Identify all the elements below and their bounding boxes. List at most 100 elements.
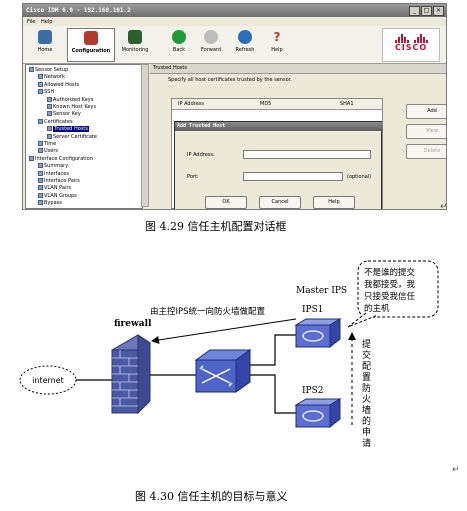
table-header: IP Address MD5 SHA1 [172,99,382,110]
vertical-label-char: 的 [362,415,371,427]
minimize-button[interactable]: _ [409,6,420,16]
bubble-line-3: 只接受我信任 [364,291,416,302]
tree-node-icon [38,192,43,198]
monitoring-button[interactable]: Monitoring [117,28,153,60]
ip-address-label: IP Address: [187,152,215,158]
back-label: Back [172,47,186,53]
vertical-label-char: 配 [362,361,371,372]
tree-item-label: VLAN Pairs [44,185,71,192]
tree-item[interactable]: Allowed Hosts [38,81,80,89]
vertical-label-char: 交 [362,349,371,361]
tree-item[interactable]: Interface Configuration [29,155,93,163]
vertical-label-char: 申 [362,426,371,438]
port-optional-hint: (optional) [347,174,372,180]
window-titlebar: Cisco IDM 6.0 - 192.168.101.2 _ □ × [23,4,446,17]
tree-item-label: Network [44,74,65,81]
vertical-label-char: 火 [362,394,371,405]
tree-item[interactable]: Trusted Hosts [47,126,89,133]
forward-button[interactable]: Forward [193,28,229,60]
view-button[interactable]: View [406,124,446,139]
tree-item-label: Allowed Hosts [44,81,80,88]
tree-node-icon [29,67,34,72]
internet-label: internet [32,376,64,385]
bubble-line-1: 不是谁的提交 [364,267,416,278]
maximize-button[interactable]: □ [421,6,432,16]
internet-cloud: internet [19,365,77,395]
tree-scrollbar[interactable] [141,64,149,207]
config-arrow [151,318,297,344]
menu-file[interactable]: File [27,19,36,25]
tree-node-icon [38,163,43,169]
delete-button[interactable]: Delete [406,144,446,159]
bubble-line-2: 我都接受，我 [364,279,416,290]
ips1-device-icon [294,318,342,349]
tree-node-icon [38,74,43,80]
home-label: Home [37,47,53,53]
configuration-button[interactable]: Configuration [67,28,115,62]
refresh-icon [238,30,252,44]
tree-item[interactable]: Interface Pairs [38,178,80,185]
switch-icon [194,349,252,393]
monitoring-label: Monitoring [121,47,149,53]
tree-item-label: Bypass [44,200,62,207]
switch-ips2-link [250,374,296,414]
ip-address-input[interactable] [243,150,371,159]
tree-node-icon [38,141,43,146]
dialog-help-button[interactable]: Help [313,196,355,209]
add-button[interactable]: Add [406,104,446,119]
tree-node-icon [38,118,43,124]
tree-item[interactable]: SSH [38,89,54,96]
tree-item[interactable]: Time [38,141,56,148]
tree-item[interactable]: Sensor Setup [29,67,68,74]
home-button[interactable]: Home [27,28,63,60]
tree-item[interactable]: Bypass [38,200,62,207]
switch-ips1-link [250,334,296,366]
forward-arrow-icon [204,30,218,44]
firewall-label: firewall [114,319,152,329]
menu-bar: File Help [23,17,446,26]
panel-description: Specify all host certificates trusted by… [168,77,292,83]
tree-item-label: Authorized Keys [53,96,94,103]
help-button[interactable]: ? Help [259,28,295,60]
tree-item[interactable]: Server Certificate [47,133,97,141]
panel-title: Trusted Hosts [150,64,446,74]
cisco-bars-icon [383,34,439,43]
tree-item[interactable]: Sensor Key [47,111,81,118]
close-button[interactable]: × [433,6,444,16]
tree-item[interactable]: Network [38,74,65,81]
tree-item[interactable]: Interfaces [38,170,69,178]
tree-item[interactable]: VLAN Groups [38,192,77,200]
vertical-label-char: 墙 [362,404,371,416]
menu-help[interactable]: Help [41,19,53,25]
configuration-icon [84,31,98,45]
master-ips-label: Master IPS [296,286,347,296]
refresh-button[interactable]: Refresh [227,28,263,60]
help-label: Help [271,47,283,53]
ips2-device-icon [294,398,342,429]
figure-4-30-caption: 图 4.30 信任主机的目标与意义 [135,490,288,503]
window-title: Cisco IDM 6.0 - 192.168.101.2 [26,7,131,14]
column-md5[interactable]: MD5 [260,101,272,107]
column-ip-address[interactable]: IP Address [178,101,204,107]
tree-item[interactable]: Users [38,148,58,155]
tree-item[interactable]: Authorized Keys [47,96,94,104]
column-sha1[interactable]: SHA1 [340,101,354,107]
tree-item-label: Sensor Key [53,111,81,118]
tree-node-icon [38,81,43,87]
tree-item[interactable]: Summary [38,163,68,170]
trusted-host-diagram: internet firewall Master IPS IPS1 IPS2 由… [19,260,439,449]
tree-item[interactable]: Known Host Keys [47,104,96,111]
cisco-wordmark: CISCO [394,43,428,52]
tree-node-icon [47,133,52,139]
tree-item[interactable]: Certificates [38,118,73,126]
back-arrow-icon [172,30,186,44]
tree-item-label: Time [44,141,57,147]
idm-window: Cisco IDM 6.0 - 192.168.101.2 _ □ × File… [22,3,447,210]
tree-node-icon [38,200,43,206]
dialog-cancel-button[interactable]: Cancel [259,196,301,209]
tree-item[interactable]: VLAN Pairs [38,185,71,192]
dialog-ok-button[interactable]: OK [205,196,247,209]
port-input[interactable] [243,172,343,181]
tree-node-icon [29,155,34,161]
back-button[interactable]: Back [161,28,197,60]
